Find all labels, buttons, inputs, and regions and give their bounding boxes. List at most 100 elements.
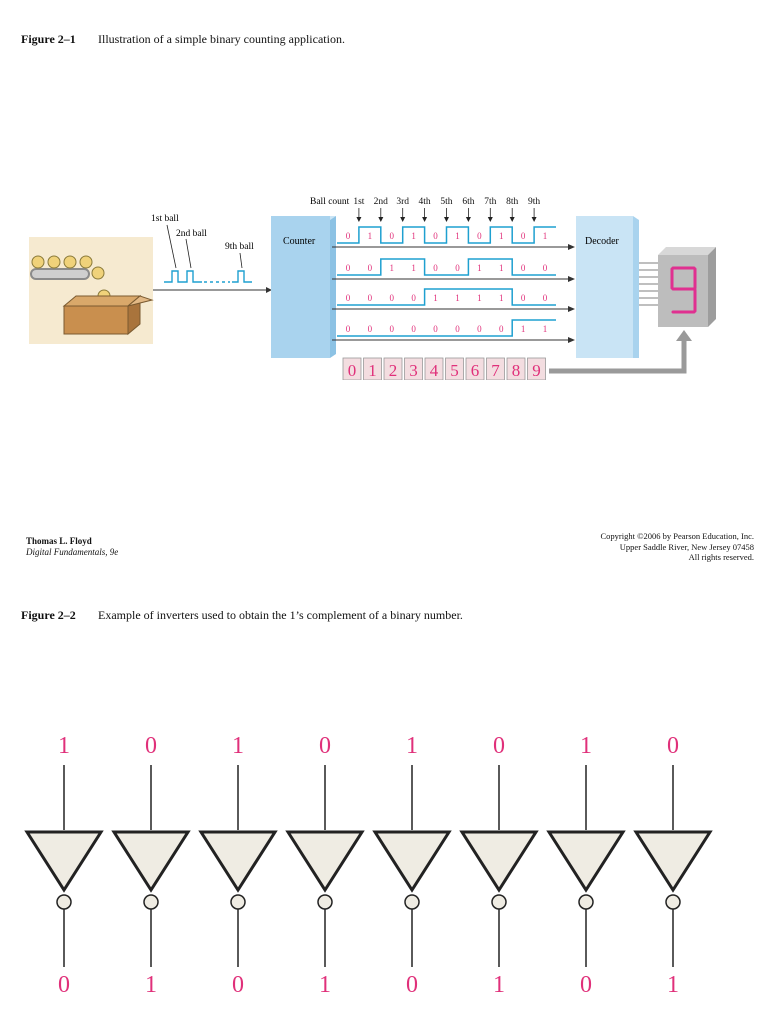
input-bit: 0 — [493, 733, 505, 759]
inverter-triangle — [633, 830, 713, 893]
figure-1-number: Figure 2–1 — [21, 32, 76, 46]
decoder-label: Decoder — [585, 236, 620, 247]
footer-author: Thomas L. Floyd — [26, 536, 92, 546]
bit-value: 1 — [433, 293, 438, 303]
inverter-bubble — [491, 894, 507, 910]
digit-value: 2 — [389, 361, 398, 380]
inverter-gate: 01 — [111, 733, 191, 998]
digit-value: 3 — [409, 361, 418, 380]
bit-value: 1 — [499, 263, 504, 273]
second-ball-pointer — [185, 238, 192, 269]
bit-value: 0 — [346, 324, 351, 334]
digit-value: 9 — [532, 361, 541, 380]
output-bit: 1 — [493, 972, 505, 998]
output-bit: 1 — [145, 972, 157, 998]
bit-value: 1 — [411, 263, 416, 273]
bit-value: 0 — [543, 293, 548, 303]
waveform-trace — [337, 226, 556, 244]
bit-value: 1 — [543, 231, 548, 241]
inverter-triangle — [459, 830, 539, 893]
inverter-bubble — [317, 894, 333, 910]
bit-value: 0 — [411, 324, 416, 334]
ball-ordinal-label: 4th — [419, 197, 431, 207]
digit-value: 8 — [512, 361, 521, 380]
output-bit: 1 — [667, 972, 679, 998]
ball-ordinal-label: 8th — [506, 197, 518, 207]
inverter-triangle — [285, 830, 365, 893]
digit-box — [506, 357, 526, 380]
bit-value: 1 — [455, 231, 460, 241]
bit-value: 0 — [346, 231, 351, 241]
input-bit: 0 — [145, 733, 157, 759]
bit-value: 0 — [477, 324, 482, 334]
digit-value: 7 — [491, 361, 500, 380]
digit-box — [404, 357, 423, 380]
digit-box — [445, 357, 464, 380]
bit-value: 0 — [521, 231, 526, 241]
bit-value: 1 — [543, 324, 548, 334]
ball-conveyor-picture — [29, 237, 154, 344]
digit-box — [363, 357, 382, 380]
bit-value: 1 — [455, 293, 460, 303]
inverter-gate: 01 — [633, 733, 713, 998]
inverter-gate: 10 — [372, 733, 452, 998]
bit-value: 0 — [499, 324, 504, 334]
bit-value: 1 — [390, 263, 395, 273]
bit-value: 0 — [390, 324, 395, 334]
ball-ordinal-label: 7th — [484, 197, 496, 207]
digit-box — [527, 357, 546, 380]
bit-value: 1 — [477, 263, 482, 273]
inverter-gate: 01 — [459, 733, 539, 998]
ball-pulse-train — [164, 270, 202, 283]
bit-value: 0 — [433, 263, 438, 273]
inverter-bubble — [143, 894, 159, 910]
ball-ordinal-label: 9th — [528, 197, 540, 207]
copyright-line: Upper Saddle River, New Jersey 07458 — [619, 541, 754, 552]
first-ball-pointer — [166, 224, 177, 269]
bit-value: 0 — [455, 324, 460, 334]
ninth-ball-label: 9th ball — [225, 242, 254, 252]
waveform-trace — [337, 319, 556, 337]
digit-box — [424, 357, 444, 380]
bit-value: 1 — [368, 231, 373, 241]
ball-ordinal-label: 1st — [353, 197, 364, 207]
bit-value: 1 — [411, 231, 416, 241]
footer-book: Digital Fundamentals, 9e — [26, 547, 119, 557]
figure-2-number: Figure 2–2 — [21, 608, 76, 622]
inverter-bubble — [230, 894, 246, 910]
digit-feedback-arrow — [549, 338, 687, 374]
ball-ordinal-label: 6th — [462, 197, 474, 207]
ball-count-label: Ball count — [310, 197, 350, 207]
input-bit: 1 — [58, 733, 70, 759]
input-bit: 1 — [232, 733, 244, 759]
ninth-pulse — [232, 270, 252, 283]
output-bit: 1 — [319, 972, 331, 998]
bit-value: 0 — [368, 324, 373, 334]
bit-value: 0 — [390, 231, 395, 241]
bit-value: 0 — [521, 293, 526, 303]
inverter-triangle — [372, 830, 452, 893]
inverter-triangle — [24, 830, 104, 893]
input-bit: 0 — [319, 733, 331, 759]
inverter-bubble — [56, 894, 72, 910]
digit-box — [465, 357, 485, 380]
first-ball-label: 1st ball — [151, 214, 179, 224]
bit-value: 0 — [390, 293, 395, 303]
figure-1-caption-text: Illustration of a simple binary counting… — [98, 32, 345, 46]
decoder-output-lines — [639, 262, 658, 306]
inverter-bubble — [578, 894, 594, 910]
digit-value: 6 — [471, 361, 480, 380]
digit-box — [486, 357, 505, 380]
output-bit: 0 — [580, 972, 592, 998]
output-bit: 0 — [406, 972, 418, 998]
ball-ordinal-label: 2nd — [374, 197, 389, 207]
inverter-triangle — [111, 830, 191, 893]
bit-value: 1 — [499, 231, 504, 241]
bit-value: 1 — [499, 293, 504, 303]
